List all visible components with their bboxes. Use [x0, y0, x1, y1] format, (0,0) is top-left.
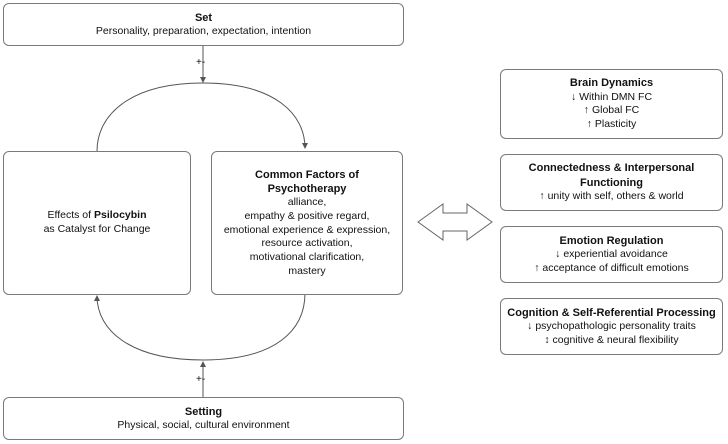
- psilocybin-bold: Psilocybin: [93, 209, 147, 222]
- common-factors-title: Common Factors of Psychotherapy: [255, 168, 359, 196]
- outcome-title: Emotion Regulation: [559, 234, 664, 247]
- set-text: Personality, preparation, expectation, i…: [95, 24, 312, 37]
- outcome-line: ↕ cognitive & neural flexibility: [544, 333, 679, 346]
- bottom-loop-arc-right: [202, 292, 306, 361]
- outcome-brain-dynamics: Brain Dynamics ↓ Within DMN FC ↑ Global …: [500, 69, 723, 139]
- psilocybin-pre: Effects of: [47, 209, 94, 222]
- outcome-line: ↑ unity with self, others & world: [539, 189, 684, 202]
- outcome-title: Brain Dynamics: [569, 77, 654, 90]
- common-factors-item: resource activation,: [261, 237, 353, 250]
- outcome-cognition: Cognition & Self-Referential Processing …: [500, 298, 723, 355]
- top-loop-arc-right: [202, 82, 308, 149]
- common-factors-item: emotional experience & expression,: [223, 223, 391, 236]
- set-title: Set: [194, 11, 213, 24]
- outcome-line: ↓ psychopathologic personality traits: [527, 320, 696, 332]
- common-factors-item: mastery: [288, 264, 326, 277]
- outcome-title: Cognition & Self-Referential Processing: [507, 306, 716, 319]
- outcome-line: ↑ Plasticity: [586, 117, 637, 130]
- bottom-loop-arc-left: [94, 295, 204, 361]
- setting-title: Setting: [184, 405, 223, 418]
- psilocybin-box: Effects of Psilocybin as Catalyst for Ch…: [3, 151, 191, 295]
- double-arrow-icon: [417, 203, 493, 241]
- set-box: Set Personality, preparation, expectatio…: [3, 3, 404, 46]
- outcome-emotion-regulation: Emotion Regulation ↓ experiential avoida…: [500, 226, 723, 283]
- setting-box: Setting Physical, social, cultural envir…: [3, 397, 404, 440]
- psilocybin-line1: Effects of Psilocybin: [47, 209, 146, 223]
- common-factors-item: empathy & positive regard,: [244, 210, 370, 223]
- common-factors-box: Common Factors of Psychotherapy alliance…: [211, 151, 403, 295]
- outcome-title: Connectedness & Interpersonal Functionin…: [528, 162, 695, 189]
- outcome-line: ↓ experiential avoidance: [555, 248, 668, 260]
- outcome-line: ↓ Within DMN FC: [570, 90, 653, 103]
- psilocybin-line2: as Catalyst for Change: [43, 223, 151, 235]
- outcome-connectedness: Connectedness & Interpersonal Functionin…: [500, 154, 723, 211]
- modulator-bottom: +-: [196, 374, 206, 385]
- outcome-line: ↑ acceptance of difficult emotions: [534, 261, 689, 274]
- modulator-top: +-: [196, 57, 206, 68]
- top-loop-arc-left: [96, 82, 204, 152]
- outcome-line: ↑ Global FC: [583, 104, 640, 117]
- common-factors-item: motivational clarification,: [249, 250, 365, 263]
- common-factors-item: alliance,: [287, 196, 327, 209]
- setting-text: Physical, social, cultural environment: [117, 418, 290, 431]
